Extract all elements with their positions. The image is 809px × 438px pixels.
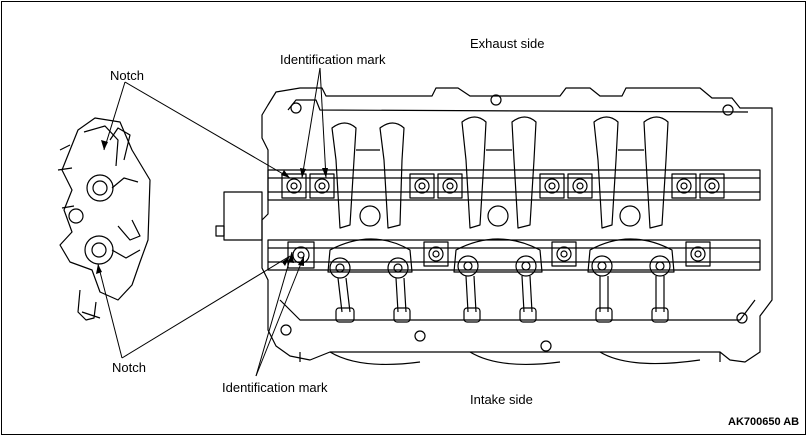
exhaust-rocker-arms — [331, 116, 669, 229]
notch-top-label: Notch — [110, 68, 144, 83]
identification-mark-top-label: Identification mark — [280, 52, 386, 67]
intake-shaft-bolts — [287, 241, 711, 269]
intake-rocker-arms — [327, 238, 675, 323]
identification-mark-bottom-label: Identification mark — [222, 380, 328, 395]
arrow-heads — [96, 140, 328, 274]
intake-rocker-shaft — [267, 239, 761, 271]
exhaust-side-label: Exhaust side — [470, 36, 545, 51]
exhaust-rocker-shaft — [267, 169, 761, 201]
cylinder-head-body — [215, 87, 773, 366]
intake-side-label: Intake side — [470, 392, 533, 407]
figure-code: AK700650 AB — [728, 416, 800, 428]
notch-bottom-label: Notch — [112, 360, 146, 375]
rocker-shaft-end-detail — [57, 117, 151, 321]
exhaust-shaft-bolts — [281, 173, 725, 199]
leader-lines — [97, 67, 327, 377]
